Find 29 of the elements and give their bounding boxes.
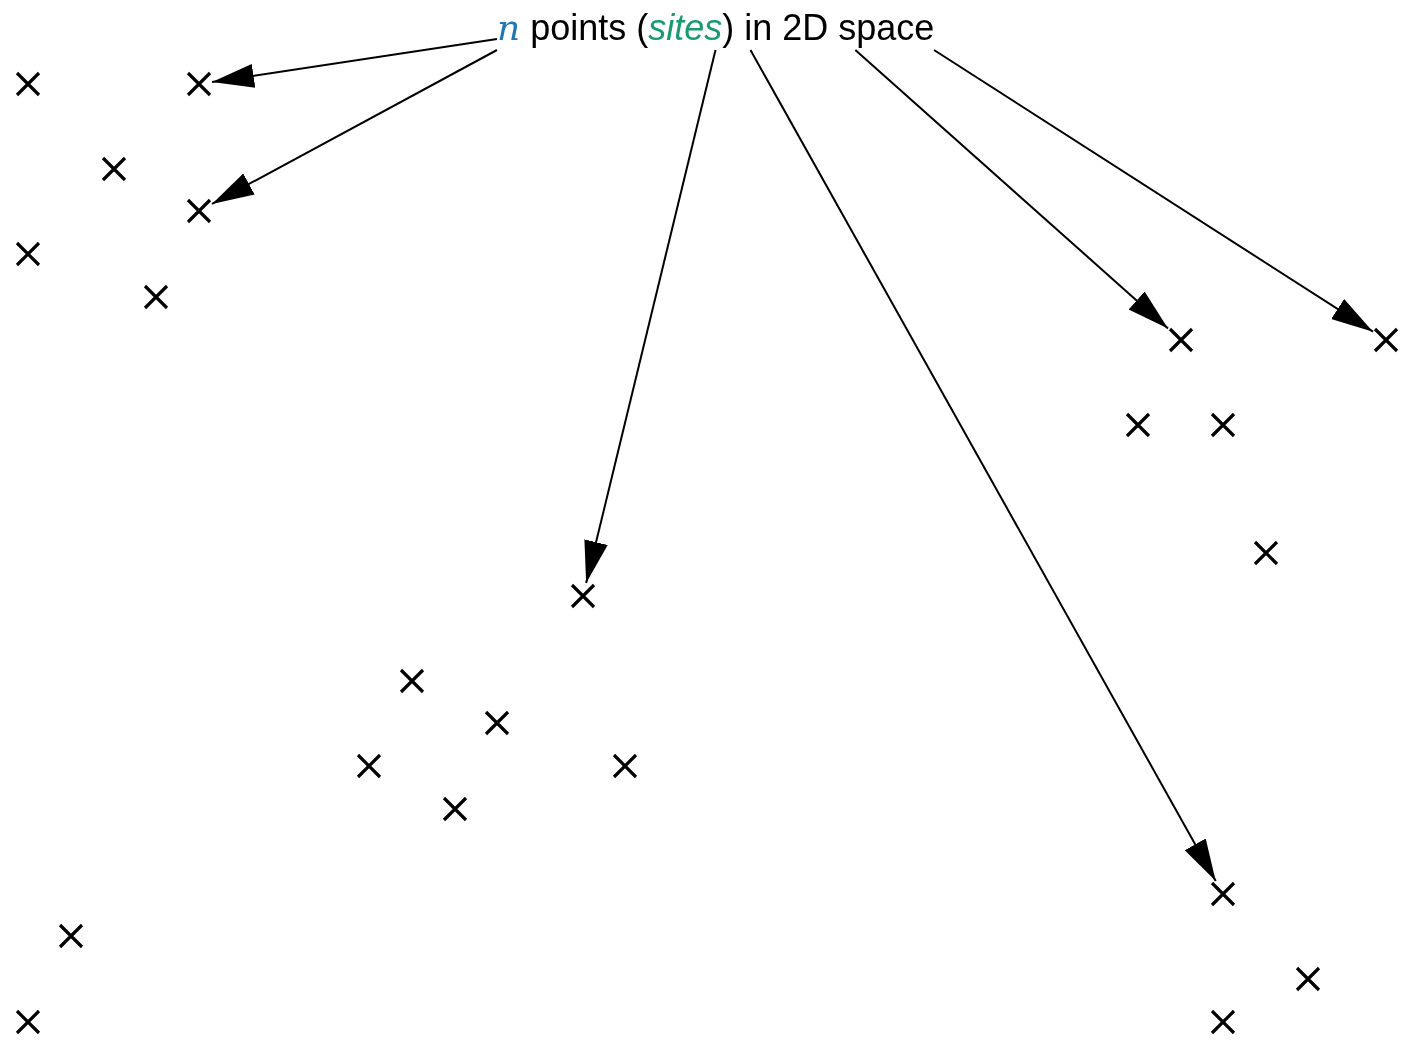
cross-mark <box>1210 1009 1236 1035</box>
cross-mark <box>399 668 425 694</box>
cross-mark <box>442 796 468 822</box>
cross-mark <box>1373 327 1399 353</box>
cross-mark <box>15 241 41 267</box>
cross-mark <box>612 753 638 779</box>
cross-mark <box>101 156 127 182</box>
cross-mark <box>58 923 84 949</box>
arrow <box>584 49 717 584</box>
cross-mark <box>15 71 41 97</box>
cross-mark <box>1253 540 1279 566</box>
cross-mark <box>15 1009 41 1035</box>
cross-mark <box>1125 412 1151 438</box>
arrow <box>854 49 1169 330</box>
cross-mark <box>1168 327 1194 353</box>
cross-mark <box>484 710 510 736</box>
cross-mark <box>356 753 382 779</box>
cross-mark <box>186 71 212 97</box>
cross-mark <box>1295 966 1321 992</box>
annotation-text: n points (sites) in 2D space <box>497 6 935 50</box>
cross-mark <box>570 583 596 609</box>
arrow <box>933 49 1374 333</box>
cross-mark <box>186 198 212 224</box>
cross-mark <box>143 284 169 310</box>
arrow <box>211 49 498 205</box>
cross-mark <box>1210 412 1236 438</box>
arrow <box>749 49 1217 882</box>
arrow <box>211 38 498 88</box>
cross-mark <box>1210 881 1236 907</box>
